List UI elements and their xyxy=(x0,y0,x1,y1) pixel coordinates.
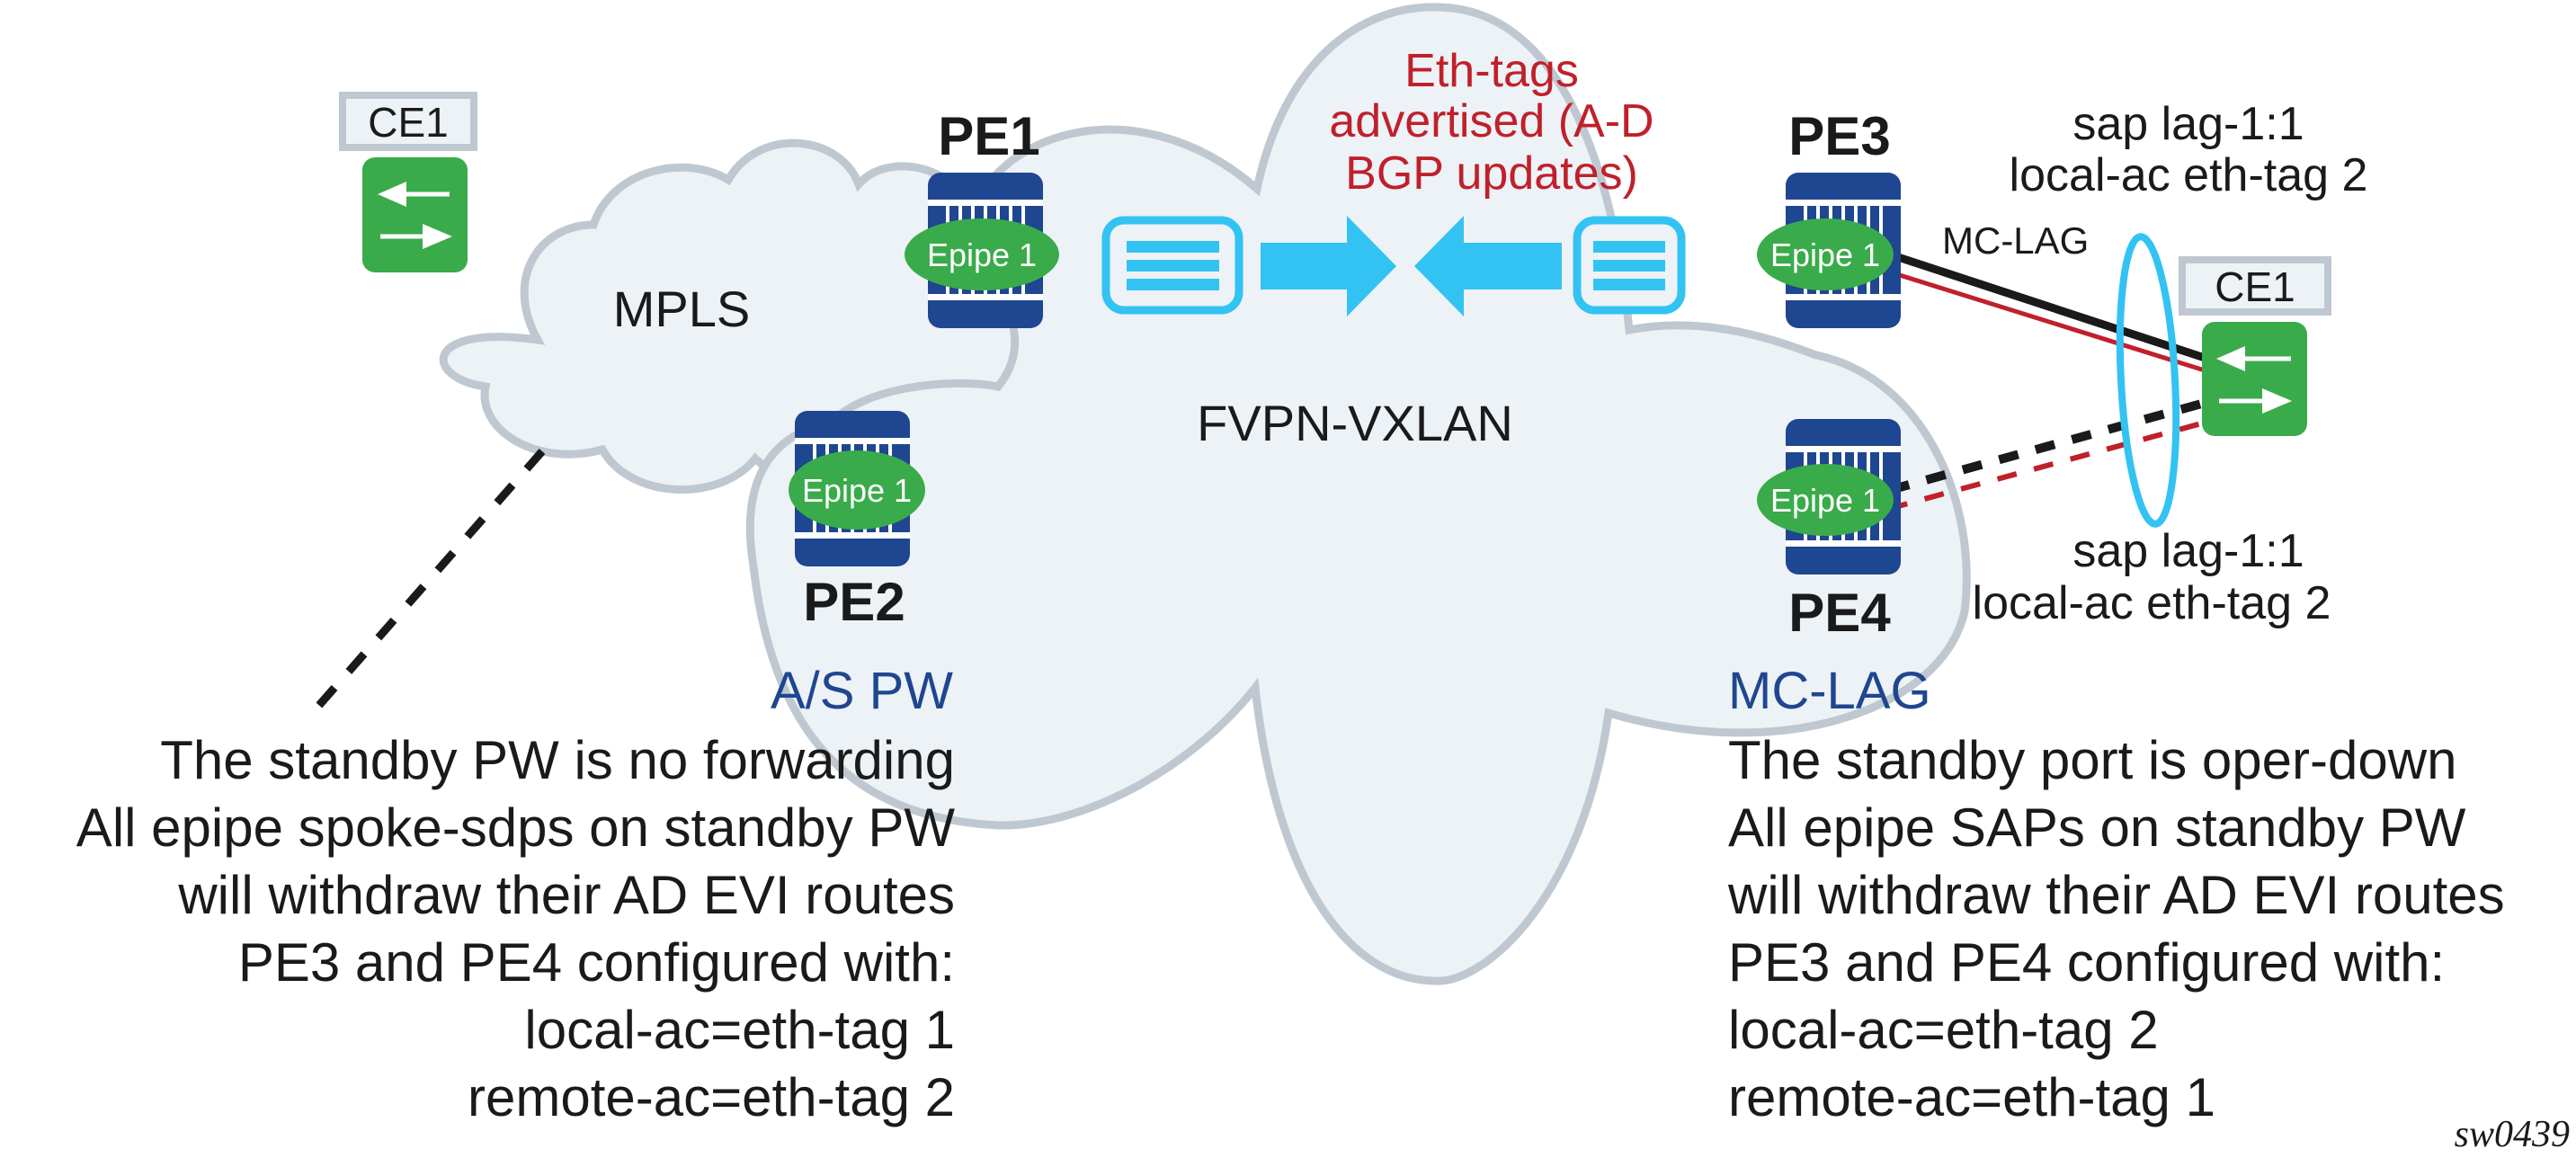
ce-left-label: CE1 xyxy=(368,99,448,146)
epipe-service-badge[interactable]: Epipe 1 xyxy=(1757,218,1894,290)
left-section-line: will withdraw their AD EVI routes xyxy=(177,865,955,925)
router-pe3[interactable]: Epipe 1 PE3 xyxy=(1757,106,1901,328)
bgp-update-icon-left xyxy=(1101,216,1243,315)
router-pe1[interactable]: Epipe 1 PE1 xyxy=(905,106,1059,328)
epipe-label: Epipe 1 xyxy=(1770,482,1880,519)
right-section-line: PE3 and PE4 configured with: xyxy=(1728,932,2445,993)
router-label: PE4 xyxy=(1788,583,1891,643)
epipe-label: Epipe 1 xyxy=(802,472,912,509)
left-section-text: The standby PW is no forwarding All epip… xyxy=(76,730,956,1127)
bgp-arrow-left-icon xyxy=(1414,216,1562,316)
bgp-arrow-right-icon xyxy=(1261,216,1396,316)
left-section-title: A/S PW xyxy=(771,662,953,720)
pe4-sap-line-1: sap lag-1:1 xyxy=(2072,525,2304,577)
right-section-line: local-ac=eth-tag 2 xyxy=(1728,1000,2159,1060)
epipe-service-badge[interactable]: Epipe 1 xyxy=(905,218,1059,290)
switch-icon xyxy=(2202,322,2307,436)
epipe-service-badge[interactable]: Epipe 1 xyxy=(1757,464,1894,536)
mc-lag-standby-links xyxy=(1887,398,2206,512)
router-label: PE3 xyxy=(1788,106,1890,166)
epipe-service-badge[interactable]: Epipe 1 xyxy=(789,450,925,530)
right-section-line: The standby port is oper-down xyxy=(1728,730,2456,790)
pe3-sap-line-1: sap lag-1:1 xyxy=(2072,98,2304,150)
right-section-line: remote-ac=eth-tag 1 xyxy=(1728,1067,2215,1127)
switch-icon xyxy=(362,157,468,272)
evpn-cloud-label: FVPN-VXLAN xyxy=(1197,395,1513,451)
ce-left[interactable]: CE1 xyxy=(339,92,477,272)
left-section-line: remote-ac=eth-tag 2 xyxy=(468,1067,955,1127)
bgp-update-icon-right xyxy=(1573,216,1686,315)
right-section-line: will withdraw their AD EVI routes xyxy=(1727,865,2505,925)
mc-lag-active-links xyxy=(1887,251,2206,373)
lag-bundle-ellipse xyxy=(2116,233,2180,528)
left-section-line: PE3 and PE4 configured with: xyxy=(238,932,955,993)
ce-left-label-box xyxy=(339,92,477,151)
mc-lag-link-label: MC-LAG xyxy=(1942,219,2089,262)
bgp-annotation-line-2: advertised (A-D xyxy=(1329,95,1653,147)
ce-right[interactable]: CE1 xyxy=(2179,256,2331,436)
ce-right-label-box xyxy=(2179,256,2331,316)
left-section-line: local-ac=eth-tag 1 xyxy=(524,1000,955,1060)
epipe-label: Epipe 1 xyxy=(1770,236,1880,273)
pe3-sap-line-2: local-ac eth-tag 2 xyxy=(2010,149,2368,201)
bgp-annotation-line-3: BGP updates) xyxy=(1345,147,1638,200)
router-label: PE1 xyxy=(938,106,1039,166)
mpls-cloud-label: MPLS xyxy=(613,281,751,337)
figure-id: sw0439 xyxy=(2455,1114,2570,1155)
bgp-annotation: Eth-tags advertised (A-D BGP updates) xyxy=(1329,45,1653,200)
epipe-label: Epipe 1 xyxy=(927,236,1037,273)
router-pe2[interactable]: Epipe 1 PE2 xyxy=(789,411,925,632)
bgp-annotation-line-1: Eth-tags xyxy=(1404,45,1579,97)
standby-pw-pointer-line xyxy=(305,449,546,720)
right-section-text: The standby port is oper-down All epipe … xyxy=(1727,730,2505,1127)
router-label: PE2 xyxy=(803,572,905,632)
right-section-title: MC-LAG xyxy=(1728,662,1931,720)
router-pe4[interactable]: Epipe 1 PE4 xyxy=(1757,419,1901,643)
pe4-sap-line-2: local-ac eth-tag 2 xyxy=(1973,577,2331,629)
ce-right-label: CE1 xyxy=(2215,263,2295,310)
left-section-line: The standby PW is no forwarding xyxy=(160,730,955,790)
left-section-line: All epipe spoke-sdps on standby PW xyxy=(76,797,956,858)
right-section-line: All epipe SAPs on standby PW xyxy=(1728,797,2466,858)
